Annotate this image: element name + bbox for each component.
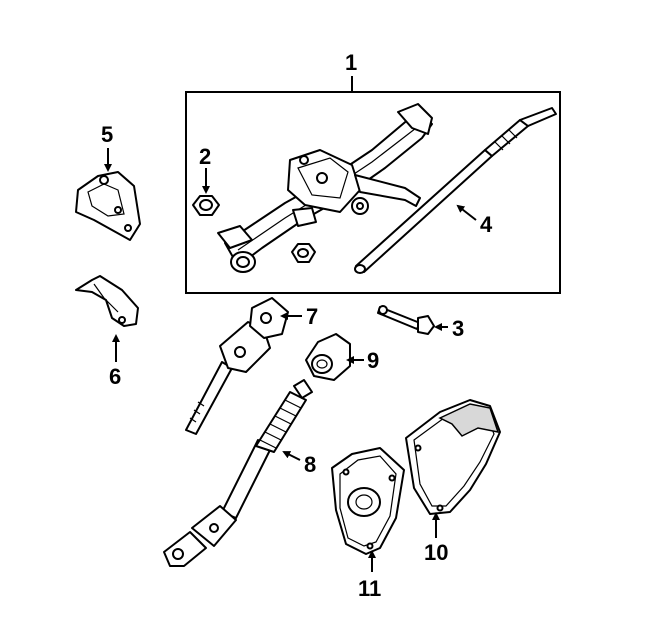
callout-11: 11: [358, 576, 381, 601]
callout-8: 8: [304, 452, 316, 477]
lower-shaft[interactable]: [163, 379, 313, 567]
assembly-box: [185, 76, 561, 294]
leader-4: [456, 204, 477, 221]
boot-cover-part[interactable]: [405, 399, 501, 515]
nut-part[interactable]: [192, 195, 220, 216]
cover-part[interactable]: [75, 275, 139, 327]
bolt-part[interactable]: [377, 305, 435, 335]
upper-universal-joint[interactable]: [185, 297, 289, 435]
nut-part-small[interactable]: [291, 243, 316, 263]
callout-9: 9: [367, 348, 379, 373]
leader-8: [282, 451, 301, 461]
callout-4: 4: [480, 212, 493, 237]
leader-lines: [104, 148, 477, 572]
plate-part[interactable]: [331, 447, 405, 555]
callout-10: 10: [424, 540, 448, 565]
steering-column-assembly[interactable]: [217, 103, 433, 273]
callout-5: 5: [101, 122, 113, 147]
bracket-part[interactable]: [75, 171, 141, 241]
joint-clamp[interactable]: [305, 333, 351, 381]
callout-7: 7: [306, 304, 318, 329]
callout-2: 2: [199, 144, 211, 169]
intermediate-shaft[interactable]: [354, 107, 557, 274]
callout-1: 1: [345, 50, 357, 75]
callout-6: 6: [109, 364, 121, 389]
callout-3: 3: [452, 316, 464, 341]
